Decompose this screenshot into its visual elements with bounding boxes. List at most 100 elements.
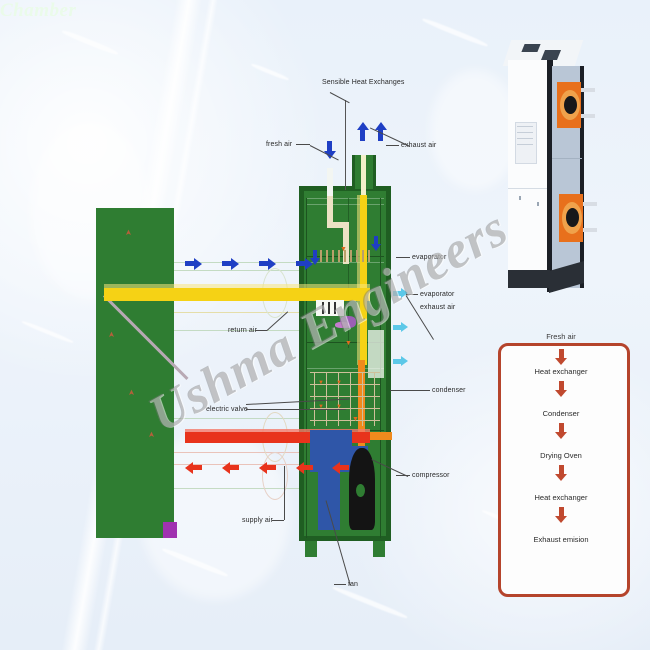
product-handle-1 (519, 196, 521, 200)
supply-air-red-pipe-highlight (185, 429, 370, 432)
product-louver-line-2 (517, 132, 533, 133)
machine-inner-post-mid (348, 198, 349, 348)
product-handle-2 (537, 202, 539, 206)
label-fresh-air: fresh air (266, 141, 293, 148)
machine-left-rail (299, 186, 304, 541)
evaporator-housing (368, 330, 384, 378)
label-exhaust-air: exhaust air (401, 142, 437, 149)
exhaust-air-leader-h (386, 145, 399, 146)
fan-housing-body (318, 460, 340, 530)
product-side-seam (552, 158, 582, 159)
fresh-air-duct-bend (327, 222, 349, 228)
label-fan: fan (348, 581, 359, 588)
refrigerant-cross-pipe (358, 432, 392, 440)
machine-leg-right (373, 541, 385, 557)
machine-frame-line-5 (306, 342, 384, 343)
flowchart-arrow-2 (498, 423, 624, 439)
supply-air-red-pipe (185, 432, 370, 443)
product-fan-hub-upper (564, 96, 577, 114)
product-corner-edge (547, 60, 553, 292)
product-photo (485, 18, 635, 318)
return-air-yellow-pipe-highlight (104, 284, 370, 288)
evaporator-exhaust-leader-h (406, 294, 418, 295)
chamber-inner-arrow-1: ➤ (123, 229, 133, 236)
duct-guide-bottom (160, 488, 360, 489)
duct-guide-top-2 (160, 270, 360, 271)
duct-oval-bottom (262, 452, 288, 500)
label-electric-valve: electric valve (206, 406, 248, 413)
fresh-air-duct-upper (327, 196, 333, 226)
hot-air-vertical-pipe-highlight (357, 195, 360, 365)
chamber-inner-arrow-2: ➤ (106, 331, 116, 338)
background-blob-3 (430, 70, 520, 190)
product-pipe-lower-1 (583, 202, 597, 206)
flowchart-step-0: Heat exchanger (534, 367, 588, 376)
heat-exchanger-leader-vertical (345, 100, 346, 190)
condenser-flow-marker-3: ▼ (318, 404, 324, 410)
sensor-probe-3 (334, 302, 336, 314)
return-air-yellow-pipe (104, 288, 370, 301)
refrigerant-arrow-3: ▼ (352, 416, 359, 423)
flowchart-step-1: Condenser (542, 409, 580, 418)
flowchart-panel (498, 343, 630, 597)
fan-leader-h (334, 584, 346, 585)
label-supply-air: supply air (242, 517, 273, 524)
chamber-label: Chamber (0, 0, 77, 21)
product-louver-line-3 (517, 138, 533, 139)
flowchart-arrow-1 (498, 381, 624, 397)
refrigerant-arrow-2: ▼ (345, 340, 352, 347)
product-front-panel (508, 60, 550, 288)
product-side-edge (580, 66, 584, 288)
label-sensible-heat-exchanges: Sensible Heat Exchanges (322, 79, 405, 86)
product-top-vent-1 (521, 44, 541, 52)
label-compressor: compressor (412, 472, 450, 479)
chamber-inner-arrow-4: ➤ (146, 431, 156, 438)
label-evaporator: evaporator (412, 254, 447, 261)
exhaust-stack-edge-right (373, 155, 376, 189)
label-evaporator-exhaust-air-2: exhaust air (420, 304, 456, 311)
chamber-foot-marker (163, 522, 177, 538)
machine-leg-left (305, 541, 317, 557)
condenser-flow-marker-1: ▼ (318, 380, 324, 386)
product-pipe-lower-2 (583, 228, 597, 232)
fresh-air-leader-h (296, 144, 310, 145)
compressor-leader-h (396, 475, 410, 476)
machine-frame-line-2 (306, 204, 384, 205)
electric-valve-actuator (335, 322, 349, 328)
flowchart-step-4: Exhaust emision (533, 535, 589, 544)
product-louver-line-4 (517, 144, 533, 145)
product-front-seam (508, 188, 550, 189)
flowchart-step-2: Drying Oven (540, 451, 582, 460)
refrigerant-vertical-pipe (358, 360, 365, 475)
machine-right-rail (386, 186, 391, 541)
product-base-front (508, 270, 550, 288)
exhaust-stack-core (361, 155, 366, 195)
supply-air-leader-h (272, 520, 284, 521)
machine-inner-post-left (306, 198, 307, 538)
condenser-flow-marker-2: ▼ (336, 380, 342, 386)
sensor-window (316, 300, 344, 316)
product-louver-line-1 (517, 126, 533, 127)
exhaust-stack-edge-left (352, 155, 355, 189)
fresh-air-duct-lower (343, 222, 349, 264)
flowchart-arrow-3 (498, 465, 624, 481)
machine-bottom-rail (299, 536, 391, 541)
duct-guide-yellow-2 (160, 312, 360, 313)
flowchart-title: Fresh air (546, 332, 576, 341)
hot-air-vertical-pipe (360, 195, 367, 365)
refrigerant-arrow-1: ▼ (340, 246, 347, 253)
product-pipe-upper-1 (581, 88, 595, 92)
machine-frame-line-1 (306, 198, 384, 199)
supply-air-leader-v (284, 466, 285, 520)
flowchart-arrow-4 (498, 507, 624, 523)
fresh-air-inlet-duct (327, 168, 333, 196)
machine-frame-line-6 (306, 368, 384, 369)
flowchart-arrow-0 (498, 349, 624, 365)
chamber-inner-arrow-3: ➤ (126, 389, 136, 396)
label-evaporator-exhaust-air-1: evaporator (420, 291, 455, 298)
duct-guide-red-1 (160, 452, 360, 453)
sensor-probe-1 (322, 302, 324, 314)
product-pipe-upper-2 (581, 114, 595, 118)
condenser-leader (390, 390, 430, 391)
